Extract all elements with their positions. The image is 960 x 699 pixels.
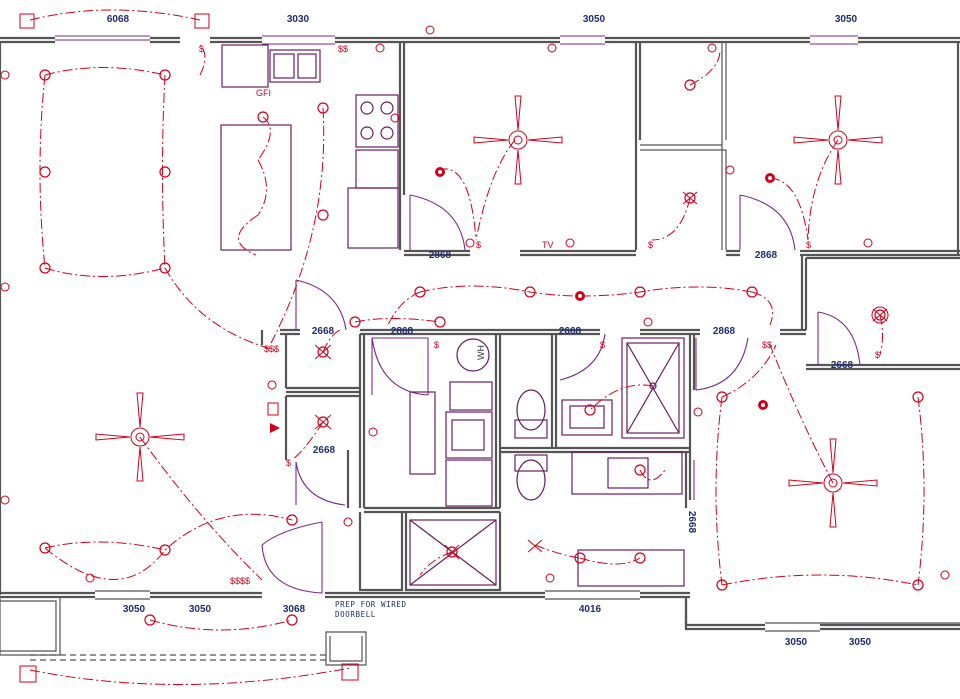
dim-bottom-right-window-b: 3050	[849, 637, 872, 648]
doorbell-note-line2: DOORBELL	[335, 610, 376, 619]
dim-bottom-window-a: 3050	[123, 604, 146, 615]
dim-door-bath-b: 2868	[713, 326, 736, 337]
quad-switch: $$$$	[230, 576, 250, 586]
walls	[0, 36, 960, 666]
dim-bottom-window-b: 3050	[189, 604, 212, 615]
switch-symbol: $	[648, 240, 653, 250]
switches: $ $ $ $ $ $ $ $ $$$ $$$$ $$ $$ GFI TV	[199, 44, 880, 586]
switch-symbol: $	[199, 44, 204, 54]
dim-door-hall: 2868	[391, 326, 414, 337]
annotations: WH PREP FOR WIRED DOORBELL	[335, 345, 486, 619]
ceiling-fan-bed3	[793, 95, 883, 185]
ceiling-fan-bed2	[473, 95, 563, 185]
dimension-labels: 6068 3030 3050 3050 2868 2868 2668 2868 …	[107, 14, 872, 648]
switch-symbol: $	[476, 240, 481, 250]
double-switch: $$	[338, 44, 348, 54]
dim-bottom-door: 3068	[283, 604, 306, 615]
water-heater-label: WH	[476, 345, 486, 360]
tv-label: TV	[542, 240, 554, 250]
dim-bottom-right-window-a: 3050	[785, 637, 808, 648]
gfi-label: GFI	[256, 88, 271, 98]
dim-top-bedroom-window: 3050	[583, 14, 606, 25]
dim-door-vertical: 2668	[686, 511, 697, 534]
switch-symbol: $	[434, 340, 439, 350]
dim-door-bed2: 2868	[429, 250, 452, 261]
dim-top-left-door: 6068	[107, 14, 130, 25]
exterior-fixtures	[19, 13, 359, 683]
ceiling-lights	[39, 69, 924, 626]
outlets	[0, 25, 950, 583]
doors	[261, 194, 861, 594]
smoke-detectors	[435, 167, 775, 410]
dim-bottom-window-c: 4016	[579, 604, 602, 615]
switch-symbol: $	[875, 350, 880, 360]
dim-door-bath-a: 2668	[559, 326, 582, 337]
dim-door-bed3: 2868	[755, 250, 778, 261]
doorbell-note-line1: PREP FOR WIRED	[335, 600, 407, 609]
double-switch: $$	[762, 340, 772, 350]
switch-symbol: $	[806, 240, 811, 250]
dim-top-kitchen-window: 3030	[287, 14, 310, 25]
dim-door-closet-a: 2668	[312, 326, 335, 337]
triple-switch: $$$	[264, 344, 279, 354]
exhaust-fans	[314, 191, 889, 560]
ceiling-fan-living	[95, 392, 185, 482]
switch-symbol: $	[286, 458, 291, 468]
ceiling-fan-master	[788, 438, 878, 528]
windows	[30, 35, 960, 661]
dim-top-right-window: 3050	[835, 14, 858, 25]
fixtures	[220, 44, 685, 587]
switch-symbol: $	[600, 340, 605, 350]
dim-door-right-closet: 2668	[831, 360, 854, 371]
dim-door-closet-b: 2668	[313, 445, 336, 456]
wiring	[29, 9, 925, 685]
